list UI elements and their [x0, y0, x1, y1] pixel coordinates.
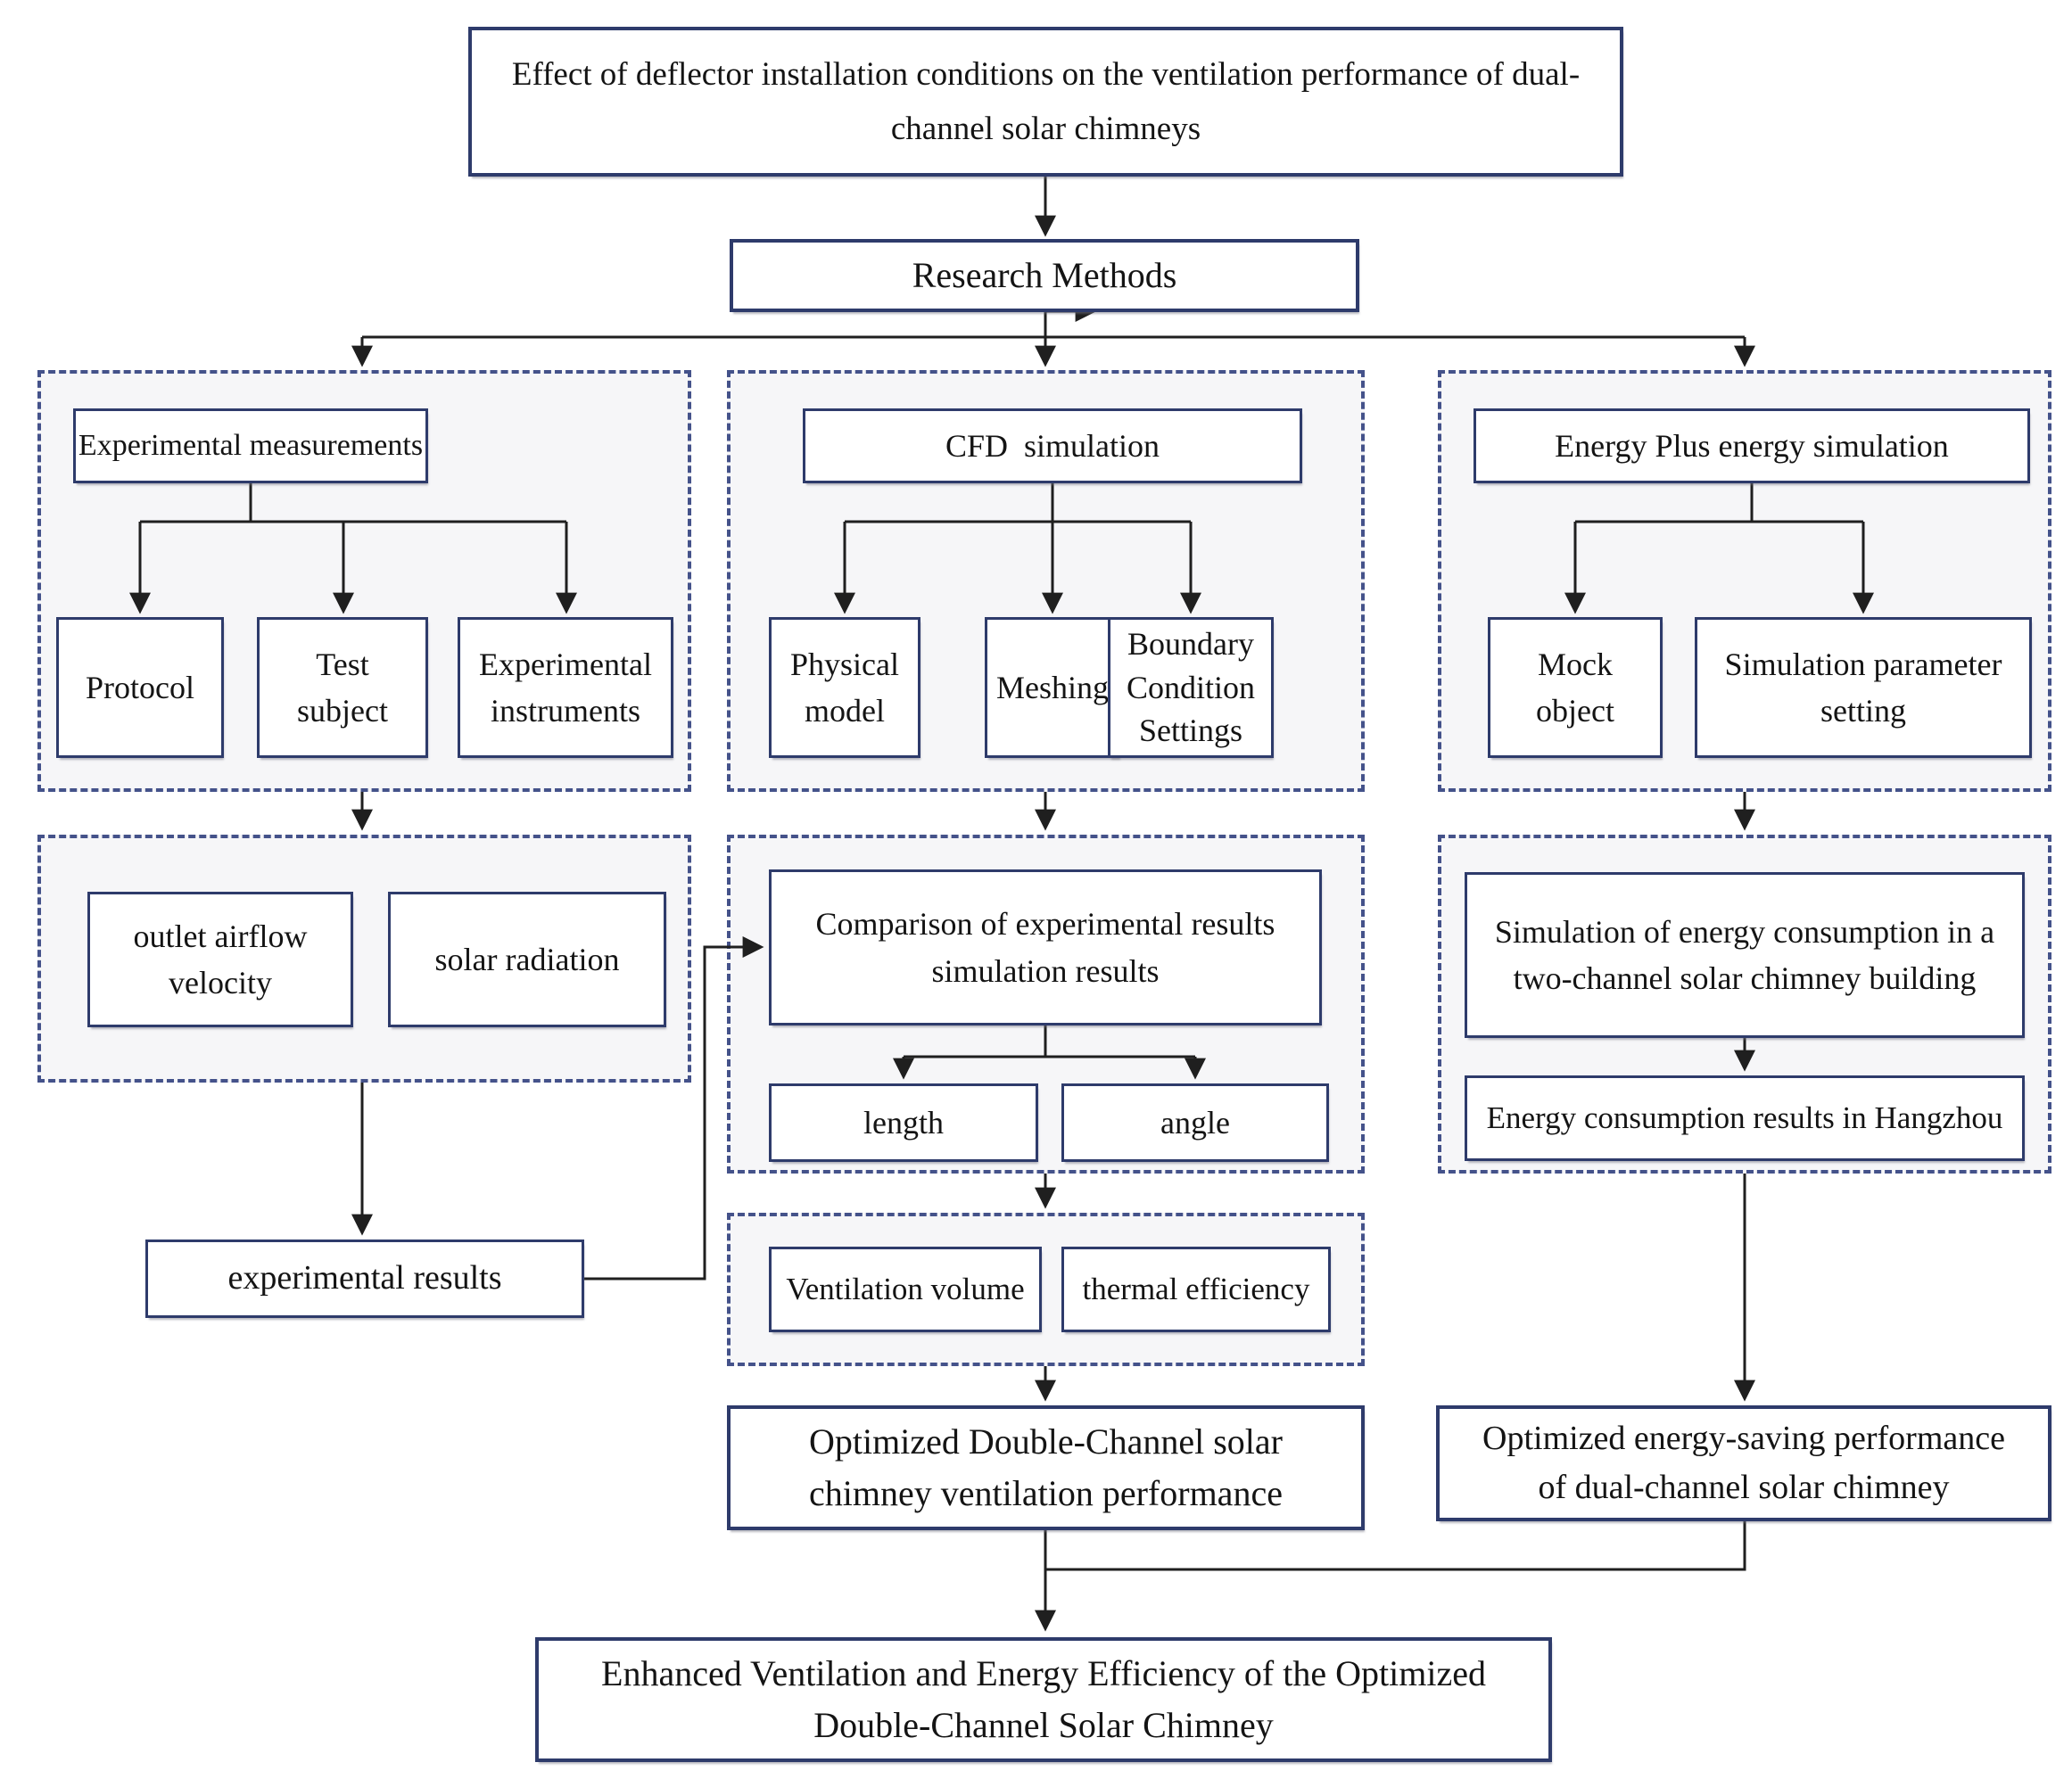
cfd-simulation-box: CFD simulation: [803, 408, 1302, 483]
conclusion-box: Enhanced Ventilation and Energy Efficien…: [535, 1637, 1552, 1762]
protocol-box: Protocol: [56, 617, 224, 758]
hangzhou-results-box: Energy consumption results in Hangzhou: [1465, 1075, 2025, 1161]
physical-model-box: Physical model: [769, 617, 920, 758]
energyplus-box: Energy Plus energy simulation: [1474, 408, 2030, 483]
experimental-measurements-box: Experimental measurements: [73, 408, 428, 483]
optimized-energy-saving-box: Optimized energy-saving performance of d…: [1436, 1405, 2051, 1521]
outlet-airflow-velocity-box: outlet airflow velocity: [87, 892, 353, 1027]
research-methods-box: Research Methods: [730, 239, 1359, 312]
test-subject-box: Test subject: [257, 617, 428, 758]
meshing-box: Meshing: [985, 617, 1120, 758]
experimental-instruments-box: Experimental instruments: [458, 617, 673, 758]
solar-radiation-box: solar radiation: [388, 892, 666, 1027]
ventilation-volume-box: Ventilation volume: [769, 1247, 1042, 1332]
title-box: Effect of deflector installation conditi…: [468, 27, 1623, 177]
angle-box: angle: [1061, 1083, 1329, 1162]
experimental-results-box: experimental results: [145, 1240, 584, 1318]
energy-consumption-simulation-box: Simulation of energy consumption in a tw…: [1465, 872, 2025, 1038]
simulation-parameter-setting-box: Simulation parameter setting: [1695, 617, 2032, 758]
optimized-ventilation-box: Optimized Double-Channel solar chimney v…: [727, 1405, 1365, 1530]
length-box: length: [769, 1083, 1038, 1162]
boundary-condition-settings-box: Boundary Condition Settings: [1108, 617, 1274, 758]
mock-object-box: Mock object: [1488, 617, 1663, 758]
thermal-efficiency-box: thermal efficiency: [1061, 1247, 1331, 1332]
comparison-box: Comparison of experimental results simul…: [769, 869, 1322, 1025]
